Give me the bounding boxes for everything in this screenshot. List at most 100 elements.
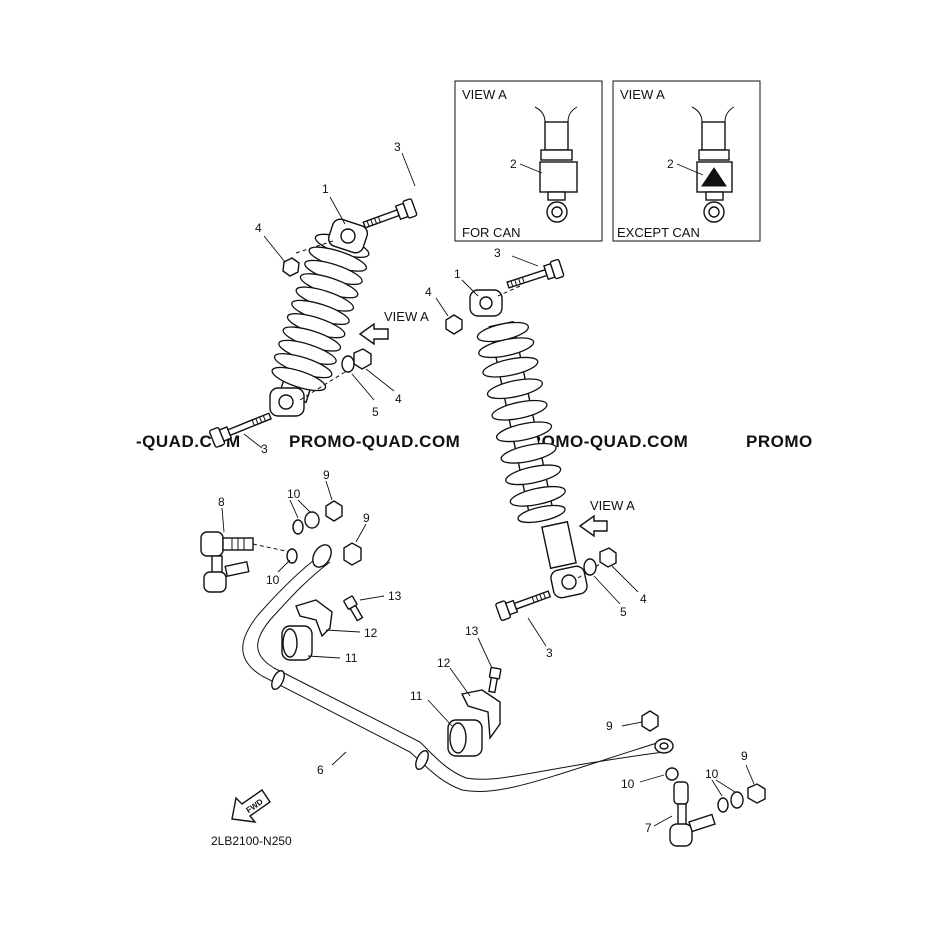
callout-10: 10 [621, 777, 635, 791]
bracket-right [460, 689, 501, 740]
inset-frame [612, 80, 761, 242]
callout-11: 11 [410, 689, 423, 703]
callout-9: 9 [363, 511, 370, 525]
callout-10: 10 [287, 487, 301, 501]
stabilizer-bar: 6 11 12 13 11 12 13 [242, 544, 674, 793]
inset-view-a-for-can: VIEW A 2 FOR CAN [454, 80, 603, 242]
shock-eye-bushing [708, 206, 720, 218]
shock-collar [540, 149, 573, 161]
bolt-bottom [208, 412, 272, 448]
leader-line [676, 163, 704, 176]
callout-2: 2 [667, 157, 674, 171]
callout-4: 4 [425, 285, 432, 299]
link-upper-eye [200, 531, 224, 557]
link-lower-eye [203, 571, 227, 593]
washer [341, 355, 355, 373]
bolt-bottom [495, 590, 552, 621]
callout-12: 12 [364, 626, 378, 640]
shock-lower-body [701, 121, 726, 151]
watermark-band: -QUAD.COM PROMO-QUAD.COM PROMO-QUAD.COM … [136, 432, 813, 451]
callout-4: 4 [255, 221, 262, 235]
watermark-text: PROMO-QUAD.COM [289, 432, 460, 451]
warning-triangle-icon [701, 167, 727, 187]
nut-top [282, 257, 300, 277]
washer [730, 791, 744, 809]
inset-view-a-except-can: VIEW A 2 EXCEPT CAN [612, 80, 761, 242]
callout-9: 9 [741, 749, 748, 763]
left-shock-absorber: VIEW A 3 1 4 4 5 3 [208, 140, 429, 456]
callout-9: 9 [606, 719, 613, 733]
inset-title: VIEW A [620, 87, 665, 102]
shock-bottom-bushing [561, 574, 577, 590]
bracket-bolt-left [343, 595, 364, 622]
bolt-top [362, 198, 418, 229]
callout-5: 5 [620, 605, 627, 619]
shock-eye-stem [705, 191, 724, 201]
fwd-arrow-icon: FWD [231, 789, 271, 823]
callout-3: 3 [394, 140, 401, 154]
shock-lower-body [544, 121, 569, 151]
bar-left-end [312, 544, 332, 568]
callout-4: 4 [640, 592, 647, 606]
callout-12: 12 [437, 656, 451, 670]
right-shock-absorber: VIEW A 3 1 4 4 5 3 [425, 246, 647, 660]
bracket-left [295, 599, 333, 638]
callout-6: 6 [317, 763, 324, 777]
inset-variant-label: EXCEPT CAN [617, 225, 700, 240]
washer [583, 558, 597, 576]
watermark-text: PROMO [746, 432, 813, 451]
view-direction-arrow [578, 514, 608, 538]
callout-13: 13 [388, 589, 402, 603]
link-lower-stud [224, 560, 250, 578]
bar-inner-edge [257, 561, 665, 780]
shock-top-bushing [340, 228, 356, 244]
callout-10: 10 [266, 573, 280, 587]
bar-collar [271, 669, 285, 691]
callout-10: 10 [705, 767, 719, 781]
callout-13: 13 [465, 624, 479, 638]
nut [747, 783, 766, 804]
washer [286, 548, 298, 564]
callout-3: 3 [261, 442, 268, 456]
callout-5: 5 [372, 405, 379, 419]
washer [292, 519, 304, 535]
inset-variant-label: FOR CAN [462, 225, 521, 240]
callout-11: 11 [345, 651, 358, 665]
callout-8: 8 [218, 495, 225, 509]
watermark-text: PROMO-QUAD.COM [517, 432, 688, 451]
bracket-bolt-right [488, 666, 502, 694]
shock-eye-bushing [551, 206, 563, 218]
can-label-block [539, 161, 578, 193]
shock-lower-body [541, 520, 577, 570]
left-stabilizer-link: 8 10 10 9 9 [200, 468, 370, 593]
inset-frame [454, 80, 603, 242]
leader-line [519, 163, 543, 174]
washer [717, 797, 729, 813]
view-a-label: VIEW A [590, 498, 635, 513]
shock-eye-stem [547, 191, 566, 201]
link-upper-eye [673, 781, 689, 805]
coil-spring [476, 320, 566, 524]
view-a-label: VIEW A [384, 309, 429, 324]
callout-3: 3 [546, 646, 553, 660]
link-shaft [677, 803, 687, 827]
nut-top [445, 314, 463, 335]
washer [304, 511, 320, 529]
callout-7: 7 [645, 821, 652, 835]
nut [325, 500, 343, 522]
right-stabilizer-link: 9 10 7 10 9 [606, 710, 766, 847]
link-lower-eye [669, 823, 693, 847]
bar-outer-edge [242, 553, 661, 793]
nut [641, 710, 659, 732]
callout-3: 3 [494, 246, 501, 260]
callout-1: 1 [454, 267, 461, 281]
washer [665, 767, 679, 781]
view-direction-arrow [358, 322, 389, 346]
callout-2: 2 [510, 157, 517, 171]
link-stud [688, 813, 716, 833]
nut-bottom [599, 547, 617, 568]
callout-4: 4 [395, 392, 402, 406]
nut-bottom [353, 348, 372, 370]
nut [343, 542, 362, 566]
